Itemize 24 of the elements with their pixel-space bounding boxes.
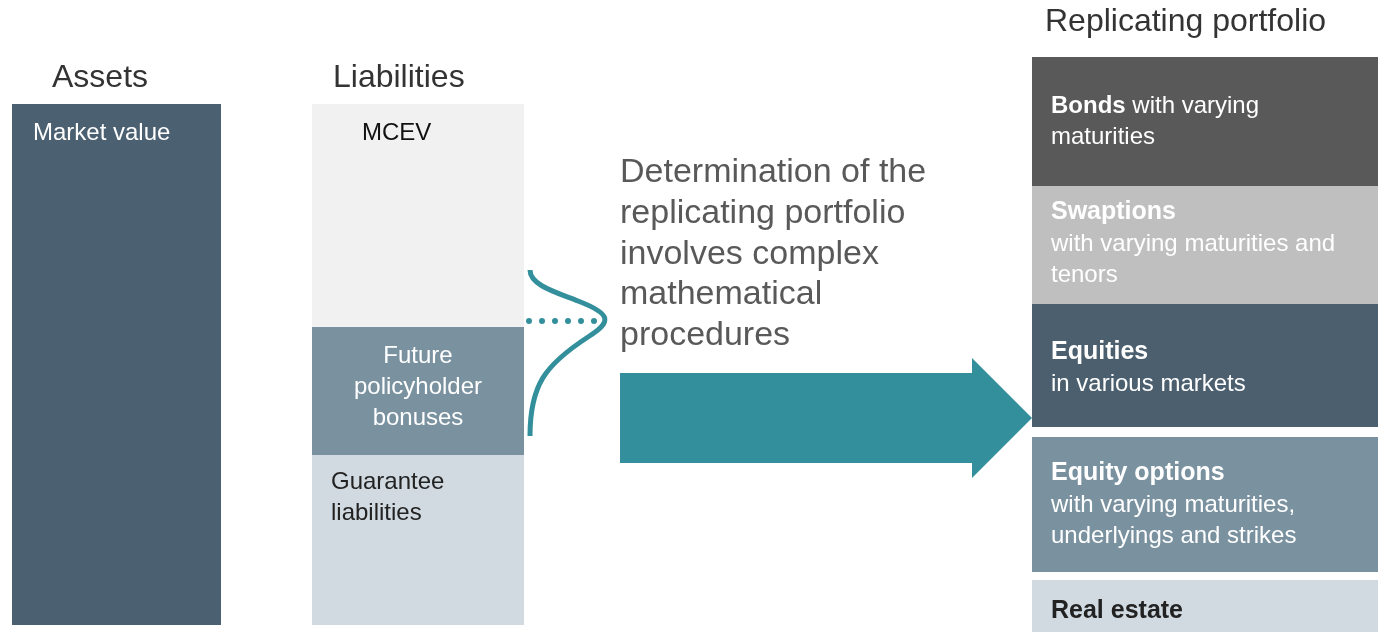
- column-heading: Replicating portfolio: [1045, 2, 1327, 39]
- column-heading: Assets: [52, 58, 149, 95]
- block-label: with varying maturities and tenors: [1051, 227, 1337, 289]
- block-label: Bonds with varying maturities: [1051, 90, 1261, 152]
- block-label: Equity options: [1051, 456, 1226, 487]
- real-estate-block: [1032, 580, 1378, 632]
- block-label: Future policyholder bonuses: [352, 340, 484, 433]
- block-label: Market value: [33, 117, 172, 147]
- block-label: in various markets: [1051, 367, 1247, 398]
- column-heading: Liabilities: [333, 58, 465, 95]
- swaptions-block: [1032, 186, 1378, 304]
- block-label: with varying maturities, underlyings and strikes: [1051, 488, 1298, 550]
- block-label: Swaptions: [1051, 195, 1177, 226]
- block-label: MCEV: [362, 117, 433, 147]
- bonus-block: [312, 327, 524, 455]
- guarantee-block: [312, 455, 524, 625]
- bonds-block: [1032, 57, 1378, 186]
- equities-block: [1032, 304, 1378, 427]
- mcev-block: [312, 104, 524, 327]
- equity-options-block: [1032, 437, 1378, 572]
- block-label: Guarantee liabilities: [331, 466, 446, 528]
- edge-label: Determination of the replicating portfolio involves complex mathematical procedures: [620, 150, 928, 354]
- block-label: Equities: [1051, 335, 1150, 366]
- block-label: Real estate: [1051, 594, 1185, 625]
